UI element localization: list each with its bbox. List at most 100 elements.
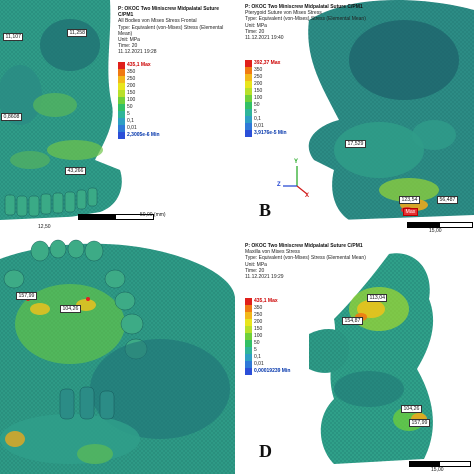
legend-label: 3,9176e-5 Min xyxy=(254,130,287,136)
panel-b-date: 11.12.2021 19:40 xyxy=(245,35,284,42)
legend-label: 100 xyxy=(254,333,263,339)
panel-b-title: P: OKOC Two Miniscrew Midpalatal Suture … xyxy=(245,4,363,10)
legend-label: 2,3005e-6 Min xyxy=(127,132,160,138)
panel-c-stress-tag-1: 157,99 xyxy=(16,292,37,300)
legend-swatch xyxy=(118,104,125,111)
panel-d-header: P: OKOC Two Miniscrew Midpalatal Suture … xyxy=(245,243,405,280)
panel-a-scale-left: 12,50 xyxy=(38,224,51,230)
legend-label: 100 xyxy=(127,97,136,103)
legend-label: 50 xyxy=(254,340,260,346)
panel-b-scale-bar-filled xyxy=(408,223,440,227)
panel-d-stress-tag-4: 157,99 xyxy=(409,419,430,427)
legend-label: 350 xyxy=(254,67,263,73)
panel-d-type: Type: Equivalent (von-Mises) Stress (Ele… xyxy=(245,255,366,262)
legend-row: 3,9176e-5 Min xyxy=(245,130,295,137)
legend-label: 435,1 Max xyxy=(127,62,151,68)
legend-label: 200 xyxy=(254,319,263,325)
legend-row: 50 xyxy=(118,104,168,111)
legend-row: 100 xyxy=(245,333,295,340)
panel-b-header: P: OKOC Two Miniscrew Midpalatal Suture … xyxy=(245,4,395,41)
panel-d: P: OKOC Two Miniscrew Midpalatal Suture … xyxy=(239,239,474,474)
legend-swatch xyxy=(118,69,125,76)
legend-swatch xyxy=(245,109,252,116)
legend-row: 50 xyxy=(245,102,295,109)
panel-b-scale-left: 15,00 xyxy=(429,228,442,234)
panel-b: P: OKOC Two Miniscrew Midpalatal Suture … xyxy=(239,0,474,235)
panel-b-axis-x: X xyxy=(305,193,310,199)
legend-swatch xyxy=(118,90,125,97)
legend-row: 0,01 xyxy=(118,125,168,132)
panel-d-date: 11.12.2021 19:29 xyxy=(245,274,284,281)
legend-row: 250 xyxy=(118,76,168,83)
panel-d-stress-tag-3: 104,26 xyxy=(401,405,422,413)
legend-label: 5 xyxy=(127,111,130,117)
legend-row: 392,37 Max xyxy=(245,60,295,67)
panel-a: 11,107 11,258 0,8608 43,266 P: OKOC Two … xyxy=(0,0,235,235)
legend-swatch xyxy=(118,118,125,125)
legend-label: 0,01 xyxy=(127,125,137,131)
horizontal-divider xyxy=(0,235,474,239)
legend-swatch xyxy=(245,319,252,326)
panel-b-axis-z: Z xyxy=(277,182,281,188)
legend-row: 100 xyxy=(245,95,295,102)
panel-b-label: B xyxy=(259,200,272,220)
panel-b-axis-y: Y xyxy=(294,159,299,165)
panel-c: 157,99 104,26 xyxy=(0,239,235,474)
panel-d-time: Time: 20 xyxy=(245,267,265,274)
legend-row: 0,01 xyxy=(245,361,295,368)
panel-b-skull-model xyxy=(308,0,474,235)
legend-swatch xyxy=(245,88,252,95)
panel-a-stress-tag-3: 0,8608 xyxy=(1,113,22,121)
legend-label: 5 xyxy=(254,347,257,353)
legend-label: 0,00019239 Min xyxy=(254,368,291,374)
panel-b-max-tag: Max xyxy=(403,208,418,216)
legend-label: 0,1 xyxy=(254,116,261,122)
panel-b-stress-tag-1: 17,529 xyxy=(345,140,366,148)
legend-label: 0,1 xyxy=(127,118,134,124)
panel-b-stress-tag-3: 56,487 xyxy=(437,196,458,204)
legend-label: 50 xyxy=(127,104,133,110)
legend-label: 100 xyxy=(254,95,263,101)
legend-row: 50 xyxy=(245,340,295,347)
panel-a-stress-tag-1: 11,107 xyxy=(3,33,24,41)
panel-a-stress-tag-2: 11,258 xyxy=(67,29,88,37)
legend-label: 250 xyxy=(254,312,263,318)
legend-label: 350 xyxy=(254,305,263,311)
legend-row: 200 xyxy=(245,81,295,88)
legend-swatch xyxy=(245,368,252,375)
legend-swatch xyxy=(118,132,125,139)
panel-d-subtitle: Maxilla von Mises Stress xyxy=(245,249,301,256)
legend-row: 350 xyxy=(118,69,168,76)
panel-c-palate-model xyxy=(0,239,235,474)
legend-label: 150 xyxy=(254,88,263,94)
legend-row: 150 xyxy=(245,88,295,95)
panel-a-scale-bar-filled xyxy=(79,215,116,219)
legend-swatch xyxy=(118,83,125,90)
legend-label: 0,01 xyxy=(254,361,264,367)
legend-swatch xyxy=(245,60,252,67)
panel-b-scale-bar xyxy=(407,222,473,228)
panel-d-unit: Unit: MPa xyxy=(245,261,267,268)
legend-row: 100 xyxy=(118,97,168,104)
legend-label: 150 xyxy=(254,326,263,332)
panel-a-scale-bar xyxy=(78,214,154,220)
legend-label: 150 xyxy=(127,90,136,96)
panel-b-stress-tag-2: 123,54 xyxy=(399,196,420,204)
legend-row: 200 xyxy=(245,319,295,326)
legend-row: 5 xyxy=(118,111,168,118)
panel-d-scale-bar-filled xyxy=(410,462,440,466)
legend-swatch xyxy=(245,298,252,305)
legend-label: 392,37 Max xyxy=(254,60,281,66)
legend-swatch xyxy=(118,111,125,118)
panel-d-scale-left: 15,00 xyxy=(431,467,444,473)
panel-d-stress-tag-2: 154,87 xyxy=(342,317,363,325)
legend-row: 435,1 Max xyxy=(245,298,295,305)
legend-row: 0,01 xyxy=(245,123,295,130)
legend-swatch xyxy=(245,130,252,137)
legend-row: 350 xyxy=(245,67,295,74)
panel-b-time: Time: 20 xyxy=(245,28,265,35)
legend-label: 200 xyxy=(127,83,136,89)
